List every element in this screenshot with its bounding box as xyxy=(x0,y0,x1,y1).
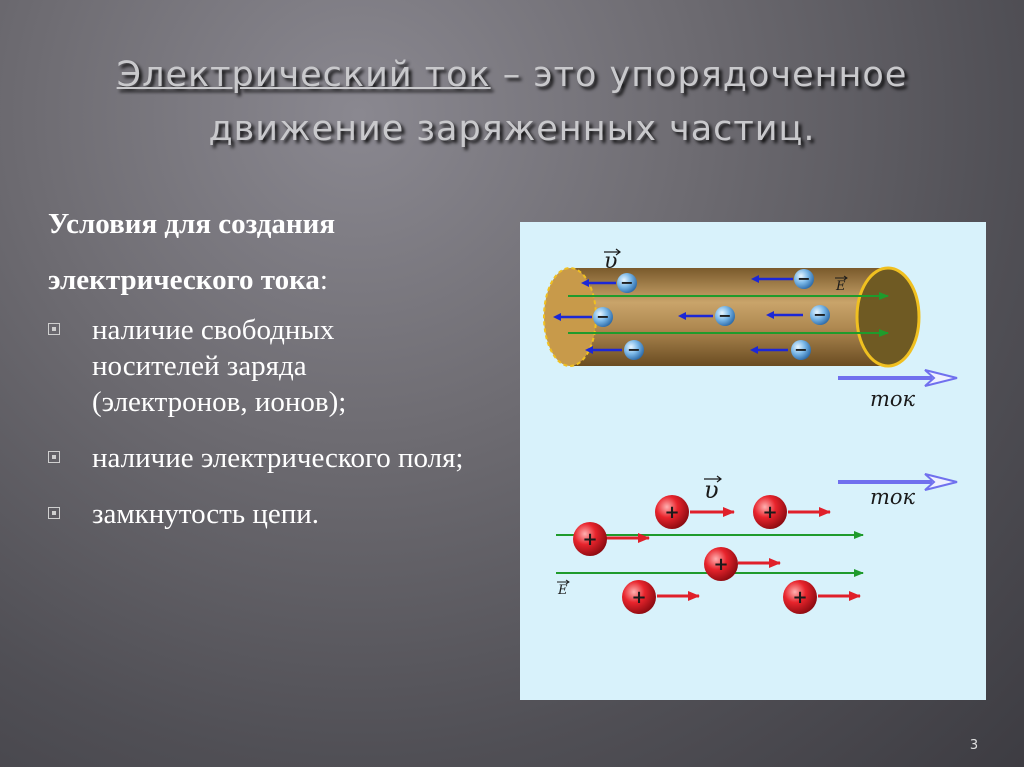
electrons: − − − − − − − xyxy=(593,269,830,360)
electron-sign: − xyxy=(627,340,640,359)
electron-sign: − xyxy=(797,269,810,288)
conditions-heading-line1: Условия для создания xyxy=(48,208,336,240)
electron-particle: − xyxy=(617,273,637,293)
field-symbol: E xyxy=(557,583,568,598)
square-bullet-icon xyxy=(48,323,60,335)
condition-item: наличие свободных носителей заряда (элек… xyxy=(48,312,452,420)
electron-sign: − xyxy=(794,340,807,359)
ion-particle: + xyxy=(573,522,607,556)
ion-velocity-arrows xyxy=(606,507,861,601)
vector-arrow-icon xyxy=(604,248,621,256)
condition-text: наличие электрического поля; xyxy=(92,442,464,474)
ion-labels: υ E xyxy=(557,475,722,598)
velocity-symbol: υ xyxy=(604,249,617,274)
conductor-labels: υ E xyxy=(604,248,848,294)
electron-particle: − xyxy=(715,306,735,326)
electron-sign: − xyxy=(620,273,633,292)
ion-particle: + xyxy=(753,495,787,529)
ion-particle: + xyxy=(622,580,656,614)
electron-particle: − xyxy=(810,305,830,325)
title-definition: – это упорядоченное xyxy=(490,55,908,95)
ion-sign: + xyxy=(582,529,597,550)
field-lines-conductor xyxy=(568,292,889,337)
current-illustration: − − − − − − − υ E ток ток xyxy=(520,222,986,700)
electron-velocity-arrows xyxy=(553,275,803,354)
conditions-heading: Условия для создания электрического тока… xyxy=(48,196,518,308)
electron-particle: − xyxy=(794,269,814,289)
current-diagram: − − − − − − − υ E ток ток xyxy=(543,248,958,614)
ion-particle: + xyxy=(704,547,738,581)
conditions-list: наличие свободных носителей заряда (элек… xyxy=(48,312,518,532)
ion-sign: + xyxy=(713,554,728,575)
vector-arrow-icon xyxy=(835,275,848,281)
conditions-heading-colon: : xyxy=(319,264,328,296)
ion-sign: + xyxy=(631,587,646,608)
title-line2: движение заряженных частиц. xyxy=(208,109,816,149)
current-label: ток xyxy=(870,387,916,411)
title-term: Электрический ток xyxy=(116,55,491,95)
electron-particle: − xyxy=(624,340,644,360)
ion-sign: + xyxy=(762,502,777,523)
field-symbol: E xyxy=(835,279,846,294)
positive-ions: + + + + + + xyxy=(573,495,817,614)
current-arrow-bottom: ток xyxy=(838,473,958,509)
condition-text: наличие свободных носителей заряда (элек… xyxy=(92,314,347,418)
ion-particle: + xyxy=(783,580,817,614)
conditions-heading-line2: электрического тока xyxy=(48,264,320,296)
electron-particle: − xyxy=(593,307,613,327)
velocity-symbol: υ xyxy=(704,476,719,504)
ion-sign: + xyxy=(792,587,807,608)
electron-particle: − xyxy=(791,340,811,360)
slide-title: Электрический ток – это упорядоченное дв… xyxy=(0,48,1024,156)
electron-sign: − xyxy=(813,305,826,324)
vector-arrow-icon xyxy=(557,579,570,585)
current-label: ток xyxy=(870,485,916,509)
slide-body: Условия для создания электрического тока… xyxy=(48,196,518,552)
square-bullet-icon xyxy=(48,451,60,463)
current-arrow-top: ток xyxy=(838,369,958,411)
vector-arrow-icon xyxy=(704,475,722,483)
square-bullet-icon xyxy=(48,507,60,519)
ion-sign: + xyxy=(664,502,679,523)
ion-particle: + xyxy=(655,495,689,529)
condition-item: наличие электрического поля; xyxy=(48,440,522,476)
page-number: 3 xyxy=(969,738,979,753)
electron-sign: − xyxy=(596,307,609,326)
condition-item: замкнутость цепи. xyxy=(48,496,518,532)
electron-sign: − xyxy=(718,306,731,325)
condition-text: замкнутость цепи. xyxy=(92,498,320,530)
